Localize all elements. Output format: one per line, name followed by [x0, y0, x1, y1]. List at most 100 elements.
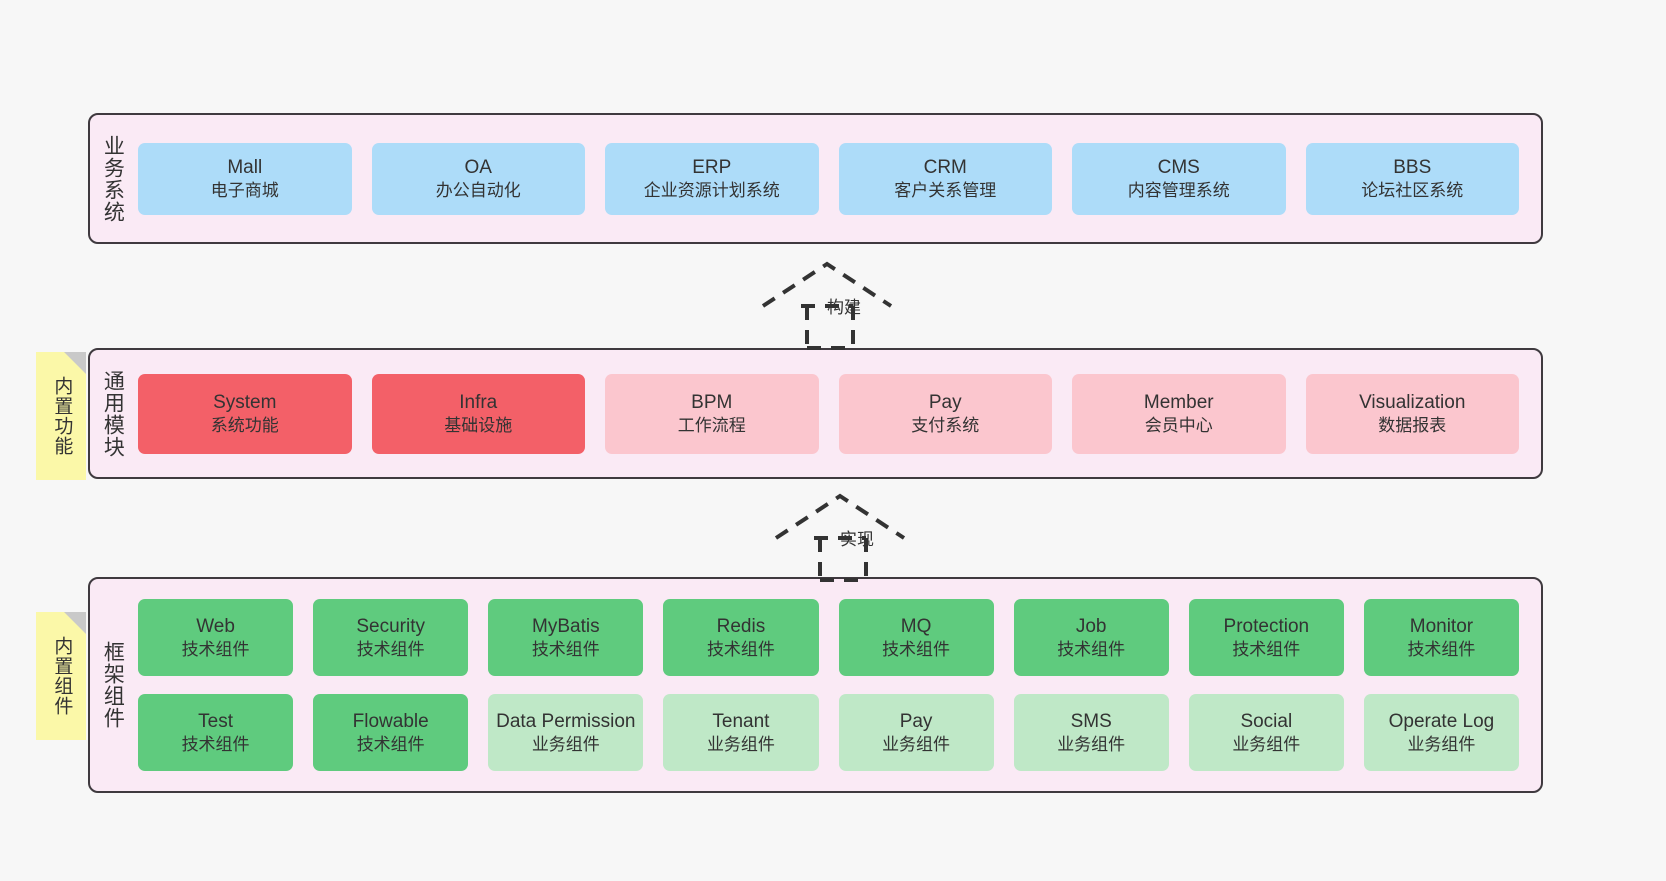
section-business-systems: 业务系统 Mall 电子商城 OA 办公自动化 ERP 企业资源计划系统 CRM…	[88, 113, 1543, 244]
general-modules-card-area: System 系统功能 Infra 基础设施 BPM 工作流程 Pay 支付系统…	[134, 350, 1541, 477]
card-subtitle: 内容管理系统	[1127, 180, 1230, 200]
card-subtitle: 论坛社区系统	[1361, 180, 1464, 200]
card-subtitle: 客户关系管理	[894, 180, 997, 200]
card-title: Flowable	[352, 711, 429, 732]
card-title: Protection	[1223, 616, 1310, 637]
card-system[interactable]: System 系统功能	[138, 373, 352, 454]
card-data-permission[interactable]: Data Permission 业务组件	[488, 694, 644, 771]
card-subtitle: 技术组件	[882, 639, 951, 659]
section-label-business-systems: 业务系统	[101, 134, 125, 223]
card-tenant[interactable]: Tenant 业务组件	[663, 694, 819, 771]
card-subtitle: 技术组件	[181, 734, 250, 754]
card-pay-business[interactable]: Pay 业务组件	[838, 694, 994, 771]
dashed-realization-arrow-icon	[761, 261, 893, 350]
card-subtitle: 技术组件	[531, 639, 600, 659]
card-subtitle: 业务组件	[1232, 734, 1301, 754]
card-title: MyBatis	[532, 616, 600, 637]
business-systems-card-area: Mall 电子商城 OA 办公自动化 ERP 企业资源计划系统 CRM 客户关系…	[134, 115, 1541, 242]
card-title: Redis	[716, 616, 766, 637]
card-subtitle: 技术组件	[706, 639, 775, 659]
card-title: Mall	[227, 157, 263, 178]
card-title: BPM	[691, 392, 733, 413]
card-subtitle: 技术组件	[1407, 639, 1476, 659]
card-title: Job	[1075, 616, 1107, 637]
card-subtitle: 工作流程	[677, 415, 746, 435]
card-subtitle: 企业资源计划系统	[643, 180, 780, 200]
card-title: ERP	[692, 157, 732, 178]
sticky-note-label: 内置功能	[51, 376, 73, 456]
card-mall[interactable]: Mall 电子商城	[138, 142, 352, 215]
sticky-note-label: 内置组件	[51, 636, 73, 716]
card-security[interactable]: Security 技术组件	[313, 599, 469, 676]
card-redis[interactable]: Redis 技术组件	[663, 599, 819, 676]
card-title: System	[213, 392, 277, 413]
card-subtitle: 系统功能	[210, 415, 279, 435]
card-title: Member	[1143, 392, 1214, 413]
card-title: BBS	[1393, 157, 1432, 178]
card-oa[interactable]: OA 办公自动化	[371, 142, 585, 215]
card-job[interactable]: Job 技术组件	[1013, 599, 1169, 676]
general-modules-row: System 系统功能 Infra 基础设施 BPM 工作流程 Pay 支付系统…	[138, 373, 1519, 454]
card-title: CMS	[1157, 157, 1200, 178]
card-title: Social	[1240, 711, 1293, 732]
card-subtitle: 技术组件	[1057, 639, 1126, 659]
card-social[interactable]: Social 业务组件	[1188, 694, 1344, 771]
card-subtitle: 会员中心	[1144, 415, 1213, 435]
business-systems-row: Mall 电子商城 OA 办公自动化 ERP 企业资源计划系统 CRM 客户关系…	[138, 142, 1519, 215]
card-subtitle: 办公自动化	[435, 180, 521, 200]
section-general-modules: 通用模块 System 系统功能 Infra 基础设施 BPM 工作流程 Pay…	[88, 348, 1543, 479]
card-mq[interactable]: MQ 技术组件	[838, 599, 994, 676]
section-label-general-modules: 通用模块	[101, 369, 125, 458]
card-subtitle: 业务组件	[1407, 734, 1476, 754]
card-title: Pay	[928, 392, 962, 413]
card-title: OA	[464, 157, 492, 178]
card-subtitle: 数据报表	[1378, 415, 1447, 435]
card-mybatis[interactable]: MyBatis 技术组件	[488, 599, 644, 676]
card-monitor[interactable]: Monitor 技术组件	[1363, 599, 1519, 676]
card-flowable[interactable]: Flowable 技术组件	[313, 694, 469, 771]
card-bpm[interactable]: BPM 工作流程	[605, 373, 819, 454]
card-subtitle: 技术组件	[356, 639, 425, 659]
card-title: Infra	[459, 392, 498, 413]
section-framework-components: 框架组件 Web 技术组件 Security 技术组件 MyBatis 技术组件…	[88, 577, 1543, 793]
card-subtitle: 支付系统	[911, 415, 980, 435]
card-infra[interactable]: Infra 基础设施	[371, 373, 585, 454]
connector-build: 构建	[755, 258, 935, 350]
card-title: Operate Log	[1388, 711, 1495, 732]
sticky-fold-corner-icon	[64, 352, 86, 374]
card-sms[interactable]: SMS 业务组件	[1013, 694, 1169, 771]
card-bbs[interactable]: BBS 论坛社区系统	[1305, 142, 1519, 215]
card-title: Web	[196, 616, 235, 637]
sticky-note-builtin-function: 内置功能	[36, 352, 86, 480]
card-pay[interactable]: Pay 支付系统	[838, 373, 1052, 454]
section-label-framework-components: 框架组件	[101, 641, 125, 729]
connector-build-label: 构建	[827, 298, 861, 317]
dashed-realization-arrow-icon	[774, 493, 906, 582]
card-test[interactable]: Test 技术组件	[138, 694, 294, 771]
card-subtitle: 技术组件	[181, 639, 250, 659]
framework-components-row-technical: Web 技术组件 Security 技术组件 MyBatis 技术组件 Redi…	[138, 599, 1519, 676]
card-operate-log[interactable]: Operate Log 业务组件	[1363, 694, 1519, 771]
card-title: Visualization	[1359, 392, 1466, 413]
card-cms[interactable]: CMS 内容管理系统	[1072, 142, 1286, 215]
card-erp[interactable]: ERP 企业资源计划系统	[605, 142, 819, 215]
card-title: Security	[356, 616, 425, 637]
framework-components-row-business: Test 技术组件 Flowable 技术组件 Data Permission …	[138, 694, 1519, 771]
card-title: Test	[198, 711, 233, 732]
sticky-fold-corner-icon	[64, 612, 86, 634]
card-subtitle: 基础设施	[444, 415, 513, 435]
card-visualization[interactable]: Visualization 数据报表	[1305, 373, 1519, 454]
connector-implement: 实现	[768, 490, 948, 582]
card-title: SMS	[1070, 711, 1112, 732]
card-member[interactable]: Member 会员中心	[1072, 373, 1286, 454]
card-subtitle: 电子商城	[210, 180, 279, 200]
card-subtitle: 技术组件	[356, 734, 425, 754]
card-protection[interactable]: Protection 技术组件	[1188, 599, 1344, 676]
card-title: Tenant	[712, 711, 770, 732]
card-web[interactable]: Web 技术组件	[138, 599, 294, 676]
card-crm[interactable]: CRM 客户关系管理	[838, 142, 1052, 215]
card-subtitle: 业务组件	[1057, 734, 1126, 754]
card-title: Monitor	[1409, 616, 1474, 637]
card-title: Pay	[899, 711, 933, 732]
